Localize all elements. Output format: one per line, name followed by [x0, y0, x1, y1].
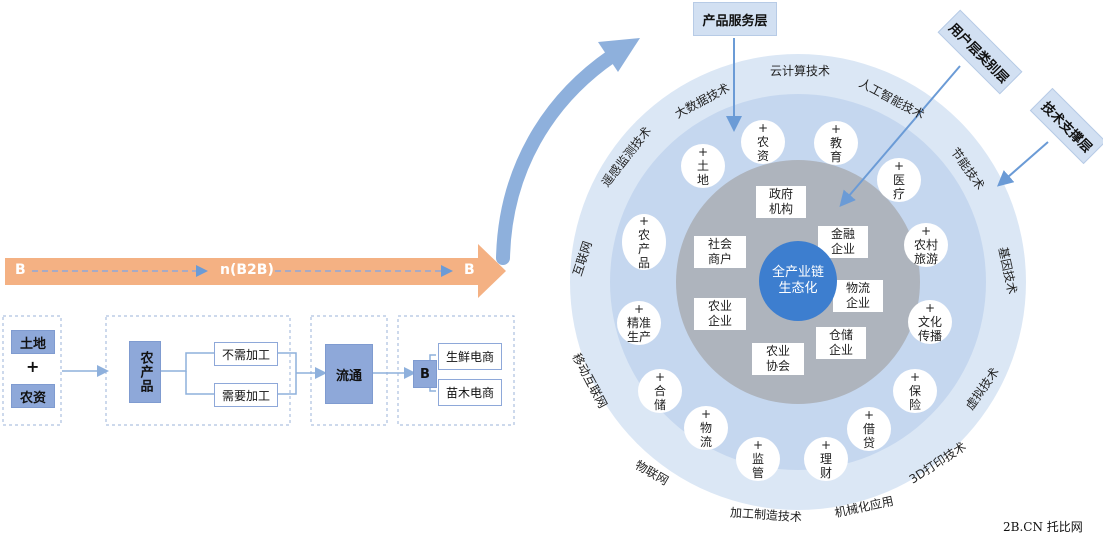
- service-bubble: + 土 地: [681, 144, 725, 188]
- flow-fresh-ecommerce-box: 生鲜电商: [438, 343, 502, 370]
- service-bubble: + 理 财: [804, 437, 848, 481]
- center-core: 全产业链 生态化: [759, 241, 837, 321]
- arrow-end-label: B: [464, 262, 475, 278]
- service-bubble: + 物 流: [684, 406, 728, 450]
- service-bubble: + 农 产 品: [622, 214, 666, 270]
- service-bubble: + 借 贷: [847, 407, 891, 451]
- tech-label: 云计算技术: [770, 64, 831, 78]
- service-bubble: + 农村 旅游: [904, 223, 948, 267]
- flow-nursery-ecommerce-box: 苗木电商: [438, 379, 502, 406]
- industry-node: 农业 企业: [694, 298, 746, 330]
- arrow-start-label: B: [15, 262, 26, 278]
- service-bubble: + 教 育: [814, 121, 858, 165]
- service-bubble: + 合 储: [638, 369, 682, 413]
- arrow-middle-label: n(B2B): [220, 262, 274, 278]
- flow-product-box: 农产品: [129, 341, 161, 403]
- flow-no-process-box: 不需加工: [214, 342, 278, 366]
- flow-b-box: B: [413, 360, 437, 388]
- service-bubble: + 保 险: [893, 369, 937, 413]
- service-bubble: + 文化 传播: [908, 300, 952, 344]
- industry-node: 社会 商户: [694, 236, 746, 268]
- flow-circulation-box: 流通: [325, 344, 373, 404]
- watermark: 2B.CN 托比网: [1003, 520, 1083, 534]
- flow-process-box: 需要加工: [214, 383, 278, 407]
- flow-supplies-box: 农资: [11, 384, 55, 408]
- service-bubble: + 农 资: [741, 120, 785, 164]
- service-bubble: + 精准 生产: [617, 301, 661, 345]
- curved-arrow: [496, 49, 619, 265]
- service-bubble: + 医 疗: [877, 158, 921, 202]
- industry-node: 仓储 企业: [816, 327, 866, 359]
- b2b-arrow-shape: [5, 244, 506, 298]
- product-service-layer-tag: 产品服务层: [693, 2, 777, 36]
- service-bubble: + 监 管: [736, 437, 780, 481]
- industry-node: 政府 机构: [756, 186, 806, 218]
- industry-node: 物流 企业: [833, 280, 883, 312]
- flow-plus: +: [26, 357, 40, 376]
- flow-land-box: 土地: [11, 330, 55, 354]
- industry-node: 农业 协会: [752, 343, 804, 375]
